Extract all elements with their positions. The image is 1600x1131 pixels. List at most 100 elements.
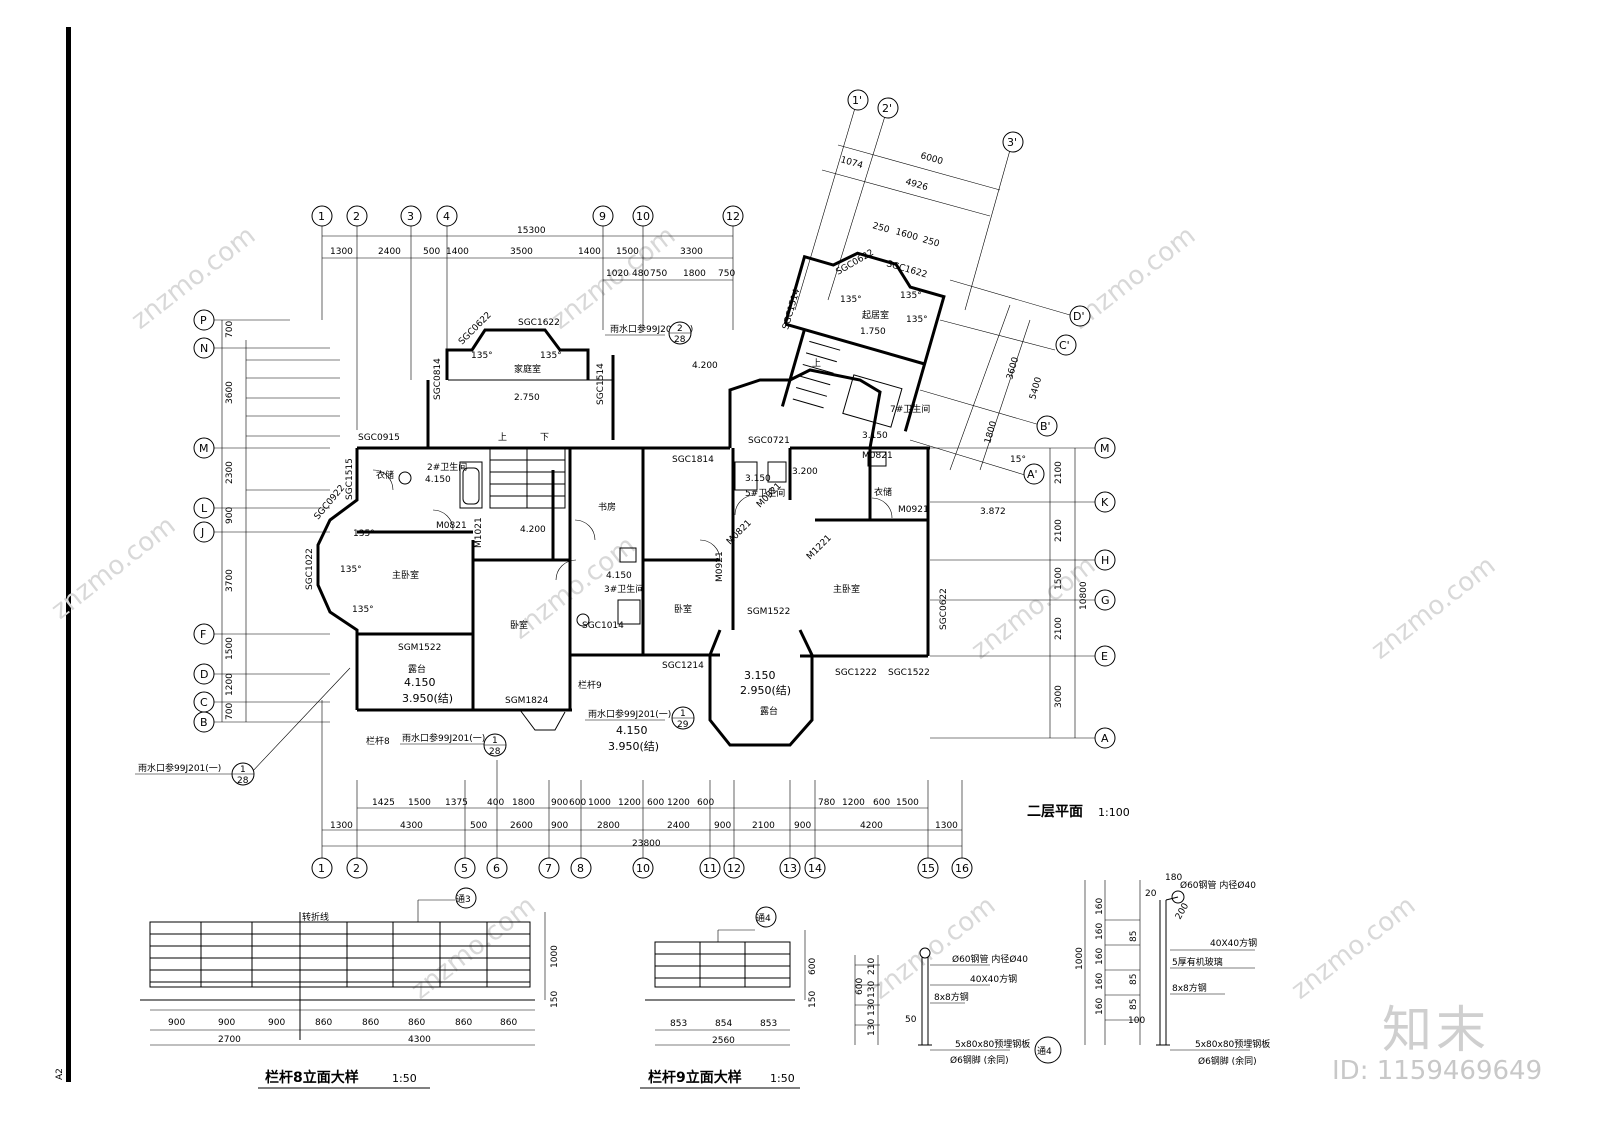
axis-bubbles-top: 1 2 3 4 9 10 12 [311, 205, 744, 227]
dim-top-right: 750 [718, 269, 735, 279]
opening-label: M0921 [898, 505, 929, 515]
level-mark: 4.150 [616, 724, 648, 737]
detail-ref-bottom: 28 [674, 335, 686, 345]
railing8-dim: 900 [168, 1018, 185, 1028]
axis-label: G [1101, 594, 1110, 607]
axis-label: M [199, 442, 209, 455]
dim-top-right: 1800 [683, 269, 706, 279]
room-level: 4.150 [425, 475, 451, 485]
note-text: 上 [812, 358, 821, 369]
dim-bottom-detail: 1500 [896, 798, 919, 808]
opening-label: SGC0915 [358, 433, 400, 443]
room-name: 衣储 [874, 486, 892, 498]
room-labels: 家庭室 2.750 起居室 1.750 主卧室 卧室 书房 卧室 主卧室 露台 … [376, 309, 930, 717]
railing9-dim: 854 [715, 1019, 732, 1029]
railing8-scale: 1:50 [392, 1072, 417, 1085]
axis-label: 7 [545, 862, 552, 875]
axis-label: 3' [1007, 136, 1017, 149]
section-a-label: Ø60钢管 内径Ø40 [952, 953, 1028, 965]
railing8-dim: 860 [315, 1018, 332, 1028]
room-name: 衣储 [376, 469, 394, 481]
opening-label: SGC0622 [939, 588, 949, 630]
opening-label: SGM1522 [747, 607, 790, 617]
railing8-total: 2700 [218, 1035, 241, 1045]
section-b-label: 5厚有机玻璃 [1172, 956, 1223, 968]
angle-mark: 135° [906, 315, 928, 325]
angle-mark: 135° [471, 351, 493, 361]
opening-labels: SGC1622 SGC0622 SGC1514 SGC0814 SGC0915 … [305, 248, 949, 706]
dim-top-right: 480 [632, 269, 649, 279]
angle-mark: 135° [900, 291, 922, 301]
dim-right: 2100 [1054, 461, 1064, 484]
dim-bottom-detail: 1200 [842, 798, 865, 808]
dim-top: 1400 [578, 247, 601, 257]
room-level: 3.150 [862, 431, 888, 441]
axis-bubbles-left: P N M L J F D C B [193, 309, 215, 733]
watermark-text: znzmo.com [866, 891, 1001, 1006]
note-text: 下 [540, 433, 549, 443]
dim-bottom-detail: 1200 [618, 798, 641, 808]
room-level: 3.150 [744, 669, 776, 682]
axis-label: 5 [461, 862, 468, 875]
dim-top: 2400 [378, 247, 401, 257]
dim-bottom-detail: 1200 [667, 798, 690, 808]
section-a-dim: 210 [867, 958, 877, 975]
railing8-elevation: 通3 转折线 900 900 900 860 860 860 860 860 2… [140, 887, 560, 1089]
room-level: 1.750 [860, 327, 886, 337]
axis-label: K [1101, 496, 1109, 509]
section-a-label: Ø6钢脚 (余同) [950, 1054, 1009, 1066]
room-name: 卧室 [510, 619, 528, 631]
axis-label: H [1101, 554, 1109, 567]
room-name: 2#卫生间 [427, 461, 467, 473]
detail-ref-bottom: 28 [237, 776, 249, 786]
dim-left: 3700 [225, 569, 235, 592]
axis-grid-right: 2100 2100 1500 2100 3000 10800 [930, 447, 1095, 739]
section-a-dim: 130 [867, 981, 877, 998]
dim-top-overall: 15300 [517, 226, 546, 236]
dim-bottom: 900 [794, 821, 811, 831]
railing8-dim: 900 [268, 1018, 285, 1028]
axis-label: 16 [955, 862, 969, 875]
level-mark: 4.200 [692, 361, 718, 371]
dim-top: 1400 [446, 247, 469, 257]
section-b-dim: 85 [1129, 974, 1139, 985]
railing9-total: 2560 [712, 1036, 735, 1046]
opening-label: SGC0814 [433, 358, 443, 400]
room-level: 4.150 [404, 676, 436, 689]
railing-section-a: Ø60钢管 内径Ø40 40X40方钢 8x8方钢 5x80x80预埋钢板 Ø6… [854, 947, 1030, 1066]
angle-mark: 135° [840, 295, 862, 305]
railing9-scale: 1:50 [770, 1072, 795, 1085]
plan-title-text: 二层平面 [1027, 804, 1083, 820]
sheet-code: A2 [55, 1068, 65, 1080]
railing8-height: 1000 [550, 945, 560, 968]
section-b-dim: 160 [1095, 973, 1105, 990]
dim-left: 1500 [225, 637, 235, 660]
section-a-label: 5x80x80预埋钢板 [955, 1038, 1030, 1050]
detail-ref-top: 1 [680, 709, 686, 719]
section-a-dim: 600 [855, 978, 865, 995]
axis-label: 13 [783, 862, 797, 875]
note-text: 雨水口参99J201(一) [588, 708, 671, 720]
dim-left: 900 [225, 507, 235, 524]
dim-bottom-detail: 400 [487, 798, 504, 808]
dim-bottom-detail: 1000 [588, 798, 611, 808]
detail-ref-top: 2 [677, 324, 683, 334]
dim-bottom: 4300 [400, 821, 423, 831]
angle-mark: 135° [340, 565, 362, 575]
room-level: 2.750 [514, 393, 540, 403]
watermark-text: znzmo.com [1286, 891, 1421, 1006]
axis-label: B' [1040, 420, 1051, 433]
watermark-text: znzmo.com [126, 221, 261, 336]
railing8-dim: 860 [455, 1018, 472, 1028]
angle-mark: 135° [353, 529, 375, 539]
axis-label: 12 [727, 862, 741, 875]
opening-label: SGC1514 [596, 363, 606, 405]
section-b-label: 8x8方钢 [1172, 982, 1207, 994]
axis-label: A' [1027, 468, 1038, 481]
note-text: 雨水口参99J201(一) [138, 762, 221, 774]
dim-rotated: 5400 [1028, 376, 1044, 401]
axis-label: 12 [726, 210, 740, 223]
railing9-ref: 通4 [756, 913, 771, 924]
room-name: 家庭室 [514, 363, 541, 375]
dim-bottom-detail: 1800 [512, 798, 535, 808]
